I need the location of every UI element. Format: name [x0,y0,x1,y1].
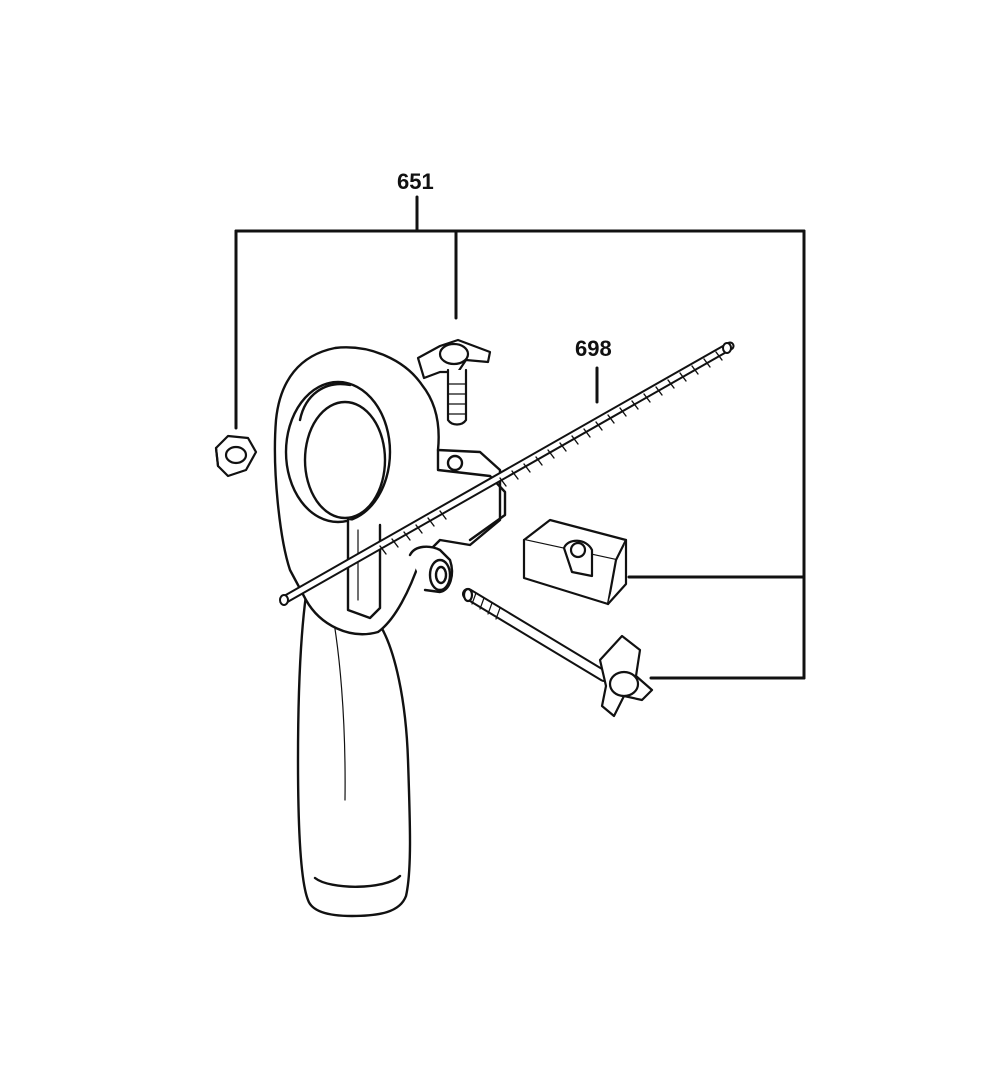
clamp-block [522,518,628,606]
callout-651-leaders [234,195,806,680]
wing-bolt-long [462,587,654,718]
callout-label-698: 698 [575,336,612,361]
wing-bolt-top [416,338,492,426]
depth-rod-698 [279,341,735,606]
callout-label-651: 651 [397,169,434,194]
hex-nut [214,434,258,478]
handle-grip [296,593,412,918]
handle-ring-housing [273,346,507,636]
